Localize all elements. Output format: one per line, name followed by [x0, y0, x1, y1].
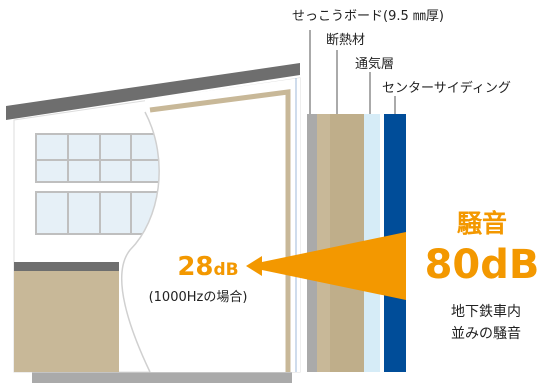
inside-noise-unit: dB [214, 260, 239, 280]
house-lower-wall [14, 270, 119, 372]
interior-frame [149, 89, 291, 372]
window-lower [35, 191, 163, 235]
inside-noise-level: 28dB [177, 252, 238, 282]
layer-leader-lines [309, 30, 396, 114]
layer-insulation-outer [317, 114, 330, 372]
inside-noise-number: 28 [177, 252, 213, 282]
house-roof [6, 63, 300, 120]
house-base-shadow [32, 372, 292, 383]
house-illustration [6, 63, 301, 383]
layer-label-gypsum: せっこうボード(9.5 ㎜厚) [292, 9, 444, 24]
sound-arrow [246, 232, 406, 300]
layer-label-insulation: 断熱材 [326, 33, 365, 48]
cutaway-interior [121, 78, 300, 372]
noise-desc-line1: 地下鉄車内 [451, 303, 521, 320]
noise-level: 80dB [425, 242, 540, 288]
sound-wedge [262, 232, 406, 300]
layer-gypsum-left [307, 114, 317, 372]
wall-cross-section [307, 114, 406, 372]
cutaway-edge [121, 111, 160, 373]
inside-noise-note: (1000Hzの場合) [149, 290, 248, 305]
layer-label-siding: センターサイディング [382, 80, 511, 96]
house-lower-trim [14, 262, 119, 271]
arrow-head-icon [246, 256, 262, 276]
window-upper [35, 133, 163, 183]
layer-label-air: 通気層 [355, 56, 394, 72]
noise-title: 騒音 [457, 209, 507, 238]
noise-desc-line2: 並みの騒音 [451, 325, 521, 342]
